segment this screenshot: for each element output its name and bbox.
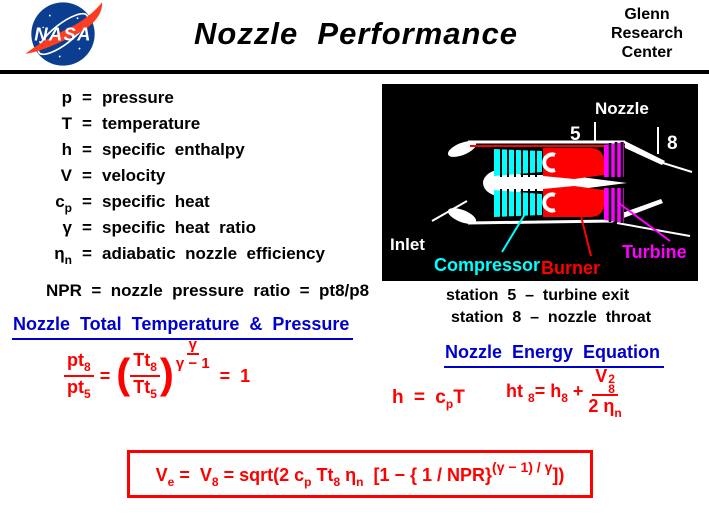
exponent-fraction: γ γ − 1 (175, 335, 210, 372)
symbol: cp (55, 192, 72, 215)
turbine-leader-line (619, 203, 671, 242)
station-5-label: 5 (570, 124, 581, 145)
heading-nozzle-energy-equation: Nozzle Energy Equation (444, 342, 665, 368)
burner-top-flameholder (542, 152, 556, 173)
header-divider (0, 70, 709, 74)
inlet-label: Inlet (390, 235, 425, 254)
heading-total-temperature-pressure: Nozzle Total Temperature & Pressure (12, 314, 354, 340)
npr-definition: NPR = nozzle pressure ratio = pt8/p8 (46, 281, 370, 300)
equation-enthalpy: h = cpT (392, 387, 465, 411)
close-paren: ) (159, 350, 174, 398)
definition-row: γ = specific heat ratio (36, 218, 325, 244)
equation-result: = 1 (219, 365, 251, 386)
nasa-logo: NASA (25, 2, 103, 66)
equals-sign: = (82, 192, 92, 211)
equals-sign: = (82, 140, 92, 159)
org-line: Center (621, 44, 673, 61)
symbol: V (60, 166, 72, 185)
compressor-leader-line (501, 213, 526, 253)
page-title: Nozzle Performance (194, 16, 518, 51)
equals-sign: = (82, 114, 92, 133)
equals-sign: = (82, 88, 92, 107)
definition-row: T = temperature (36, 114, 325, 140)
compressor-label: Compressor (434, 255, 540, 275)
nozzle-label: Nozzle (595, 99, 649, 118)
equation-pressure-ratio: pt8 pt5 = ( Tt8 Tt5 ) γ γ − 1 = 1 (64, 336, 251, 406)
compressor-bottom-blades (500, 189, 537, 218)
equals-sign: = (82, 244, 92, 263)
burner-leader-line (577, 203, 592, 257)
equals-sign: = (82, 218, 92, 237)
compressor-top-blades (500, 148, 537, 177)
equation-exit-velocity: Ve = V8 = sqrt(2 cp Tt8 ηn [1 − { 1 / NP… (155, 459, 565, 489)
lower-cowl-line (467, 219, 614, 225)
definition-row: h = specific enthalpy (36, 140, 325, 166)
burner-top (543, 148, 604, 179)
equation-exit-velocity-box: Ve = V8 = sqrt(2 cp Tt8 ηn [1 − { 1 / NP… (127, 450, 593, 498)
symbol: h (61, 140, 72, 159)
station-5-definition: station 5 – turbine exit (446, 287, 630, 304)
definition-text: specific enthalpy (102, 140, 245, 159)
definition-text: velocity (102, 166, 166, 185)
burner-label: Burner (541, 258, 600, 278)
station-8-label: 8 (667, 133, 678, 154)
definition-row: p = pressure (36, 88, 325, 114)
definition-text: specific heat ratio (102, 218, 256, 237)
turbine-label: Turbine (622, 242, 687, 262)
definition-text: specific heat (102, 192, 210, 211)
org-line: Glenn (624, 6, 670, 23)
equals-sign: = (82, 166, 92, 185)
upper-external-line (662, 162, 693, 173)
org-line: Research (610, 25, 684, 42)
symbol-definitions: p = pressure T = temperature h = specifi… (36, 88, 325, 270)
burner-bottom-flameholder (542, 192, 556, 213)
definition-text: adiabatic nozzle efficiency (102, 244, 325, 263)
engine-schematic: 5 8 Nozzle Inlet Compressor Burner Turbi… (382, 84, 698, 281)
fraction-pt8-pt5: pt8 pt5 (64, 351, 94, 400)
equals-sign: = (413, 387, 425, 408)
open-paren: ( (116, 350, 131, 398)
definition-row: V = velocity (36, 166, 325, 192)
lower-inlet-lip (447, 208, 477, 224)
upper-nozzle-flap (625, 141, 665, 165)
station-definitions: station 5 – turbine exit station 8 – noz… (446, 285, 651, 329)
upper-inlet-lip (447, 141, 477, 157)
inlet-leader-line (431, 200, 468, 222)
burner-bottom (543, 186, 604, 217)
tail-cone (518, 175, 627, 191)
definition-text: pressure (102, 88, 174, 107)
nasa-logo-text: NASA (34, 24, 92, 45)
turbine-top-blades (608, 142, 624, 178)
symbol: p (61, 88, 72, 107)
nasa-logo-swoosh (25, 2, 103, 54)
fraction-tt8-tt5: Tt8 Tt5 (130, 351, 160, 400)
definition-text: temperature (102, 114, 201, 133)
symbol: γ (62, 218, 72, 237)
equals-sign: = (99, 365, 111, 386)
symbol: T (61, 114, 72, 133)
station-8-definition: station 8 – nozzle throat (451, 309, 652, 326)
nasa-logo-orbit (37, 12, 89, 56)
definition-row: cp = specific heat (36, 192, 325, 218)
symbol: ηn (54, 244, 72, 267)
definition-row: ηn = adiabatic nozzle efficiency (36, 244, 325, 270)
org-name: Glenn Research Center (592, 5, 702, 62)
